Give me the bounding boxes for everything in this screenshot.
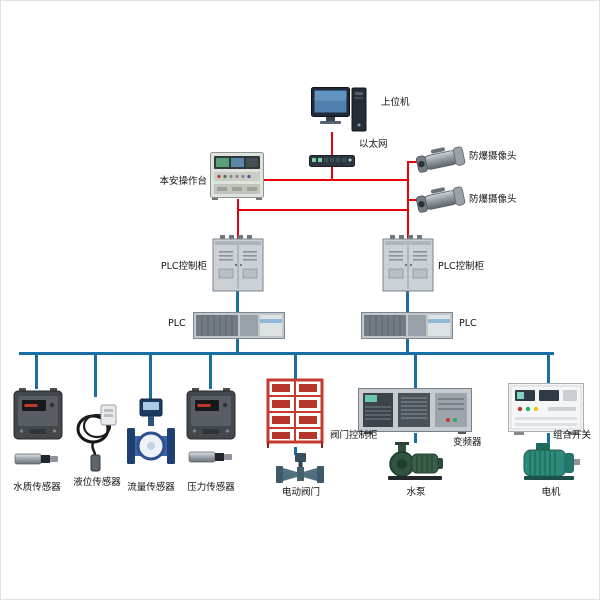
label-plc-cabinet-right: PLC控制柜 xyxy=(438,261,485,272)
level-sensor-graphic xyxy=(73,395,121,475)
link-computer-switch xyxy=(331,132,333,156)
valve-control-cabinet-graphic xyxy=(263,377,327,449)
label-water-pump: 水泵 xyxy=(406,487,426,498)
label-pressure-sensor: 压力传感器 xyxy=(187,482,235,493)
drop-vfd xyxy=(414,354,417,389)
water-pump-graphic xyxy=(386,442,446,482)
label-plc-cabinet-left: PLC控制柜 xyxy=(160,261,207,272)
safe-console-graphic xyxy=(210,152,264,200)
host-computer-graphic xyxy=(311,87,367,137)
label-camera-bottom: 防爆摄像头 xyxy=(469,194,517,205)
bus-cabinetL-plcL xyxy=(236,291,239,312)
plc-rack-left-graphic xyxy=(193,310,285,340)
drop-level xyxy=(94,354,97,397)
drop-flow xyxy=(149,354,152,399)
pressure-sensor-graphic xyxy=(186,388,236,442)
bus-trunk xyxy=(19,352,554,355)
label-motor: 电机 xyxy=(541,487,561,498)
explosion-proof-camera-bottom-graphic xyxy=(412,180,469,220)
plc-rack-right-graphic xyxy=(361,310,453,340)
link-valvecab-valve xyxy=(294,447,297,455)
link-console-cabinet xyxy=(237,199,239,239)
drop-pressure xyxy=(209,354,212,389)
link-horizontal-upper xyxy=(263,179,409,181)
link-camera-riser xyxy=(407,161,409,239)
electric-valve-graphic xyxy=(275,453,325,485)
bus-plcR-trunk xyxy=(406,339,409,355)
ethernet-switch-graphic xyxy=(309,153,355,168)
label-plc-left: PLC xyxy=(168,318,186,329)
flow-sensor-graphic xyxy=(126,398,176,470)
label-ethernet: 以太网 xyxy=(359,139,388,150)
link-combo-motor xyxy=(547,433,550,443)
label-camera-top: 防爆摄像头 xyxy=(469,151,517,162)
label-host-computer: 上位机 xyxy=(381,97,410,108)
label-valve-cabinet: 阀门控制柜 xyxy=(330,430,378,441)
bus-plcL-trunk xyxy=(236,339,239,355)
pressure-probe-graphic xyxy=(188,448,234,466)
water-quality-sensor-graphic xyxy=(13,388,63,442)
combination-switch-graphic xyxy=(508,383,586,436)
label-electric-valve: 电动阀门 xyxy=(281,487,320,498)
explosion-proof-camera-top-graphic xyxy=(412,140,469,180)
label-vfd: 变频器 xyxy=(453,437,482,448)
label-plc-right: PLC xyxy=(459,318,477,329)
label-level-sensor: 液位传感器 xyxy=(73,477,121,488)
motor-graphic xyxy=(520,442,582,482)
vfd-cabinet-graphic xyxy=(358,388,472,435)
link-vfd-pump xyxy=(414,433,417,443)
water-quality-probe-graphic xyxy=(14,450,60,468)
bus-cabinetR-plcR xyxy=(406,291,409,312)
drop-water-quality xyxy=(35,354,38,389)
link-switch-drop xyxy=(331,167,333,181)
link-horizontal-lower xyxy=(237,209,409,211)
drop-combo-switch xyxy=(547,354,550,384)
label-water-quality-sensor: 水质传感器 xyxy=(13,482,61,493)
label-flow-sensor: 流量传感器 xyxy=(127,482,175,493)
plc-cabinet-right-graphic xyxy=(382,235,434,293)
plc-cabinet-left-graphic xyxy=(212,235,264,293)
drop-valve-cabinet xyxy=(294,354,297,379)
label-combo-switch: 组合开关 xyxy=(553,430,592,441)
label-console: 本安操作台 xyxy=(159,176,207,187)
